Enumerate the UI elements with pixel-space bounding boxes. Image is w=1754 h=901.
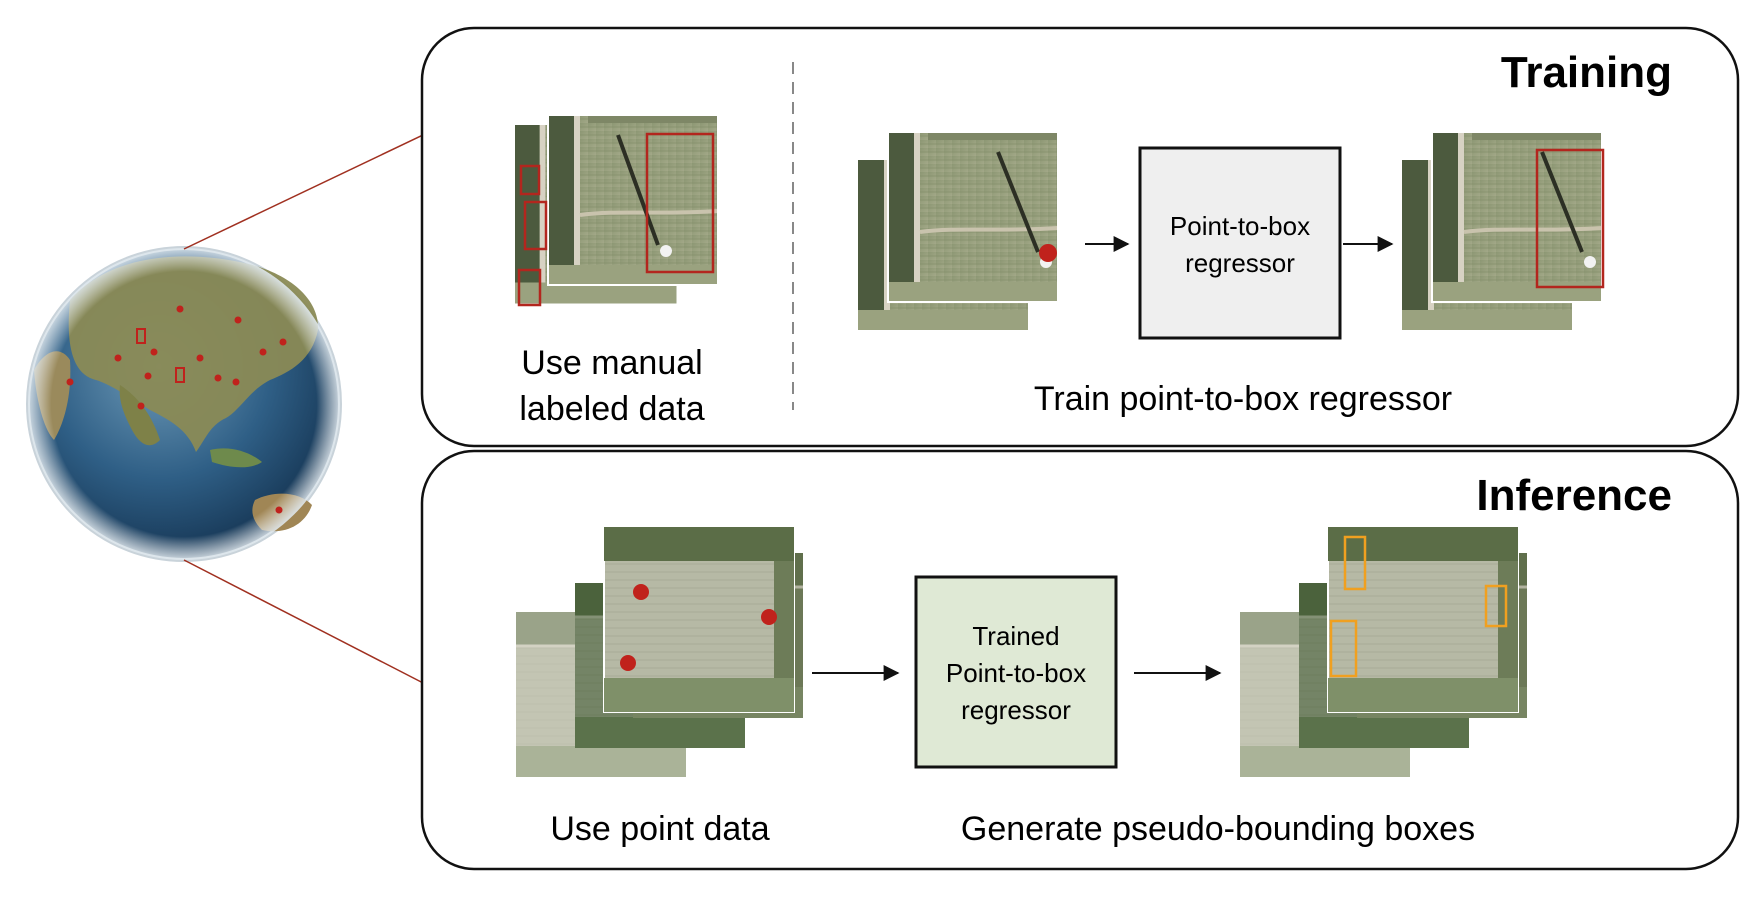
training-panel: Training Use manual labeled data <box>420 26 1740 448</box>
point-data-caption: Use point data <box>550 810 769 848</box>
trained-regressor-line3: regressor <box>961 695 1071 725</box>
manual-data-caption-line1: Use manual <box>521 344 702 382</box>
pseudo-bounding-box <box>1343 535 1367 591</box>
generate-boxes-caption: Generate pseudo-bounding boxes <box>961 810 1475 848</box>
manual-data-caption-line2: labeled data <box>519 390 704 428</box>
inference-panel: Inference Use point data Trained Point-t… <box>420 449 1740 871</box>
connector-line-bottom <box>183 559 463 704</box>
label-box <box>645 132 715 274</box>
training-title: Training <box>1501 48 1672 97</box>
point-marker <box>761 609 777 625</box>
globe-region-marker <box>175 367 185 383</box>
label-box <box>519 164 541 196</box>
manual-labeled-image-stack <box>515 113 720 307</box>
trained-regressor-block: Trained Point-to-box regressor <box>914 575 1118 769</box>
point-marker <box>633 584 649 600</box>
predicted-box <box>1535 148 1605 289</box>
point-marker <box>620 655 636 671</box>
pseudo-bounding-box <box>1484 584 1508 628</box>
point-to-box-regressor-block: Point-to-box regressor <box>1138 146 1342 340</box>
label-box <box>517 268 542 307</box>
trained-regressor-line1: Trained <box>972 621 1059 651</box>
inference-title: Inference <box>1476 471 1672 520</box>
regressor-label-line2: regressor <box>1185 248 1295 278</box>
pseudo-box-image-stack <box>1238 526 1529 779</box>
training-point-marker <box>1039 244 1057 262</box>
globe-region-marker <box>136 328 146 344</box>
training-input-image-stack <box>856 130 1060 332</box>
trained-regressor-line2: Point-to-box <box>946 658 1086 688</box>
label-box <box>523 200 548 251</box>
globe <box>26 246 342 562</box>
pseudo-bounding-box <box>1329 619 1358 678</box>
training-output-image-stack <box>1400 130 1605 332</box>
point-data-image-stack <box>514 525 805 779</box>
train-regressor-caption: Train point-to-box regressor <box>1034 380 1452 418</box>
globe-sample-points <box>66 305 287 514</box>
regressor-label-line1: Point-to-box <box>1170 211 1310 241</box>
